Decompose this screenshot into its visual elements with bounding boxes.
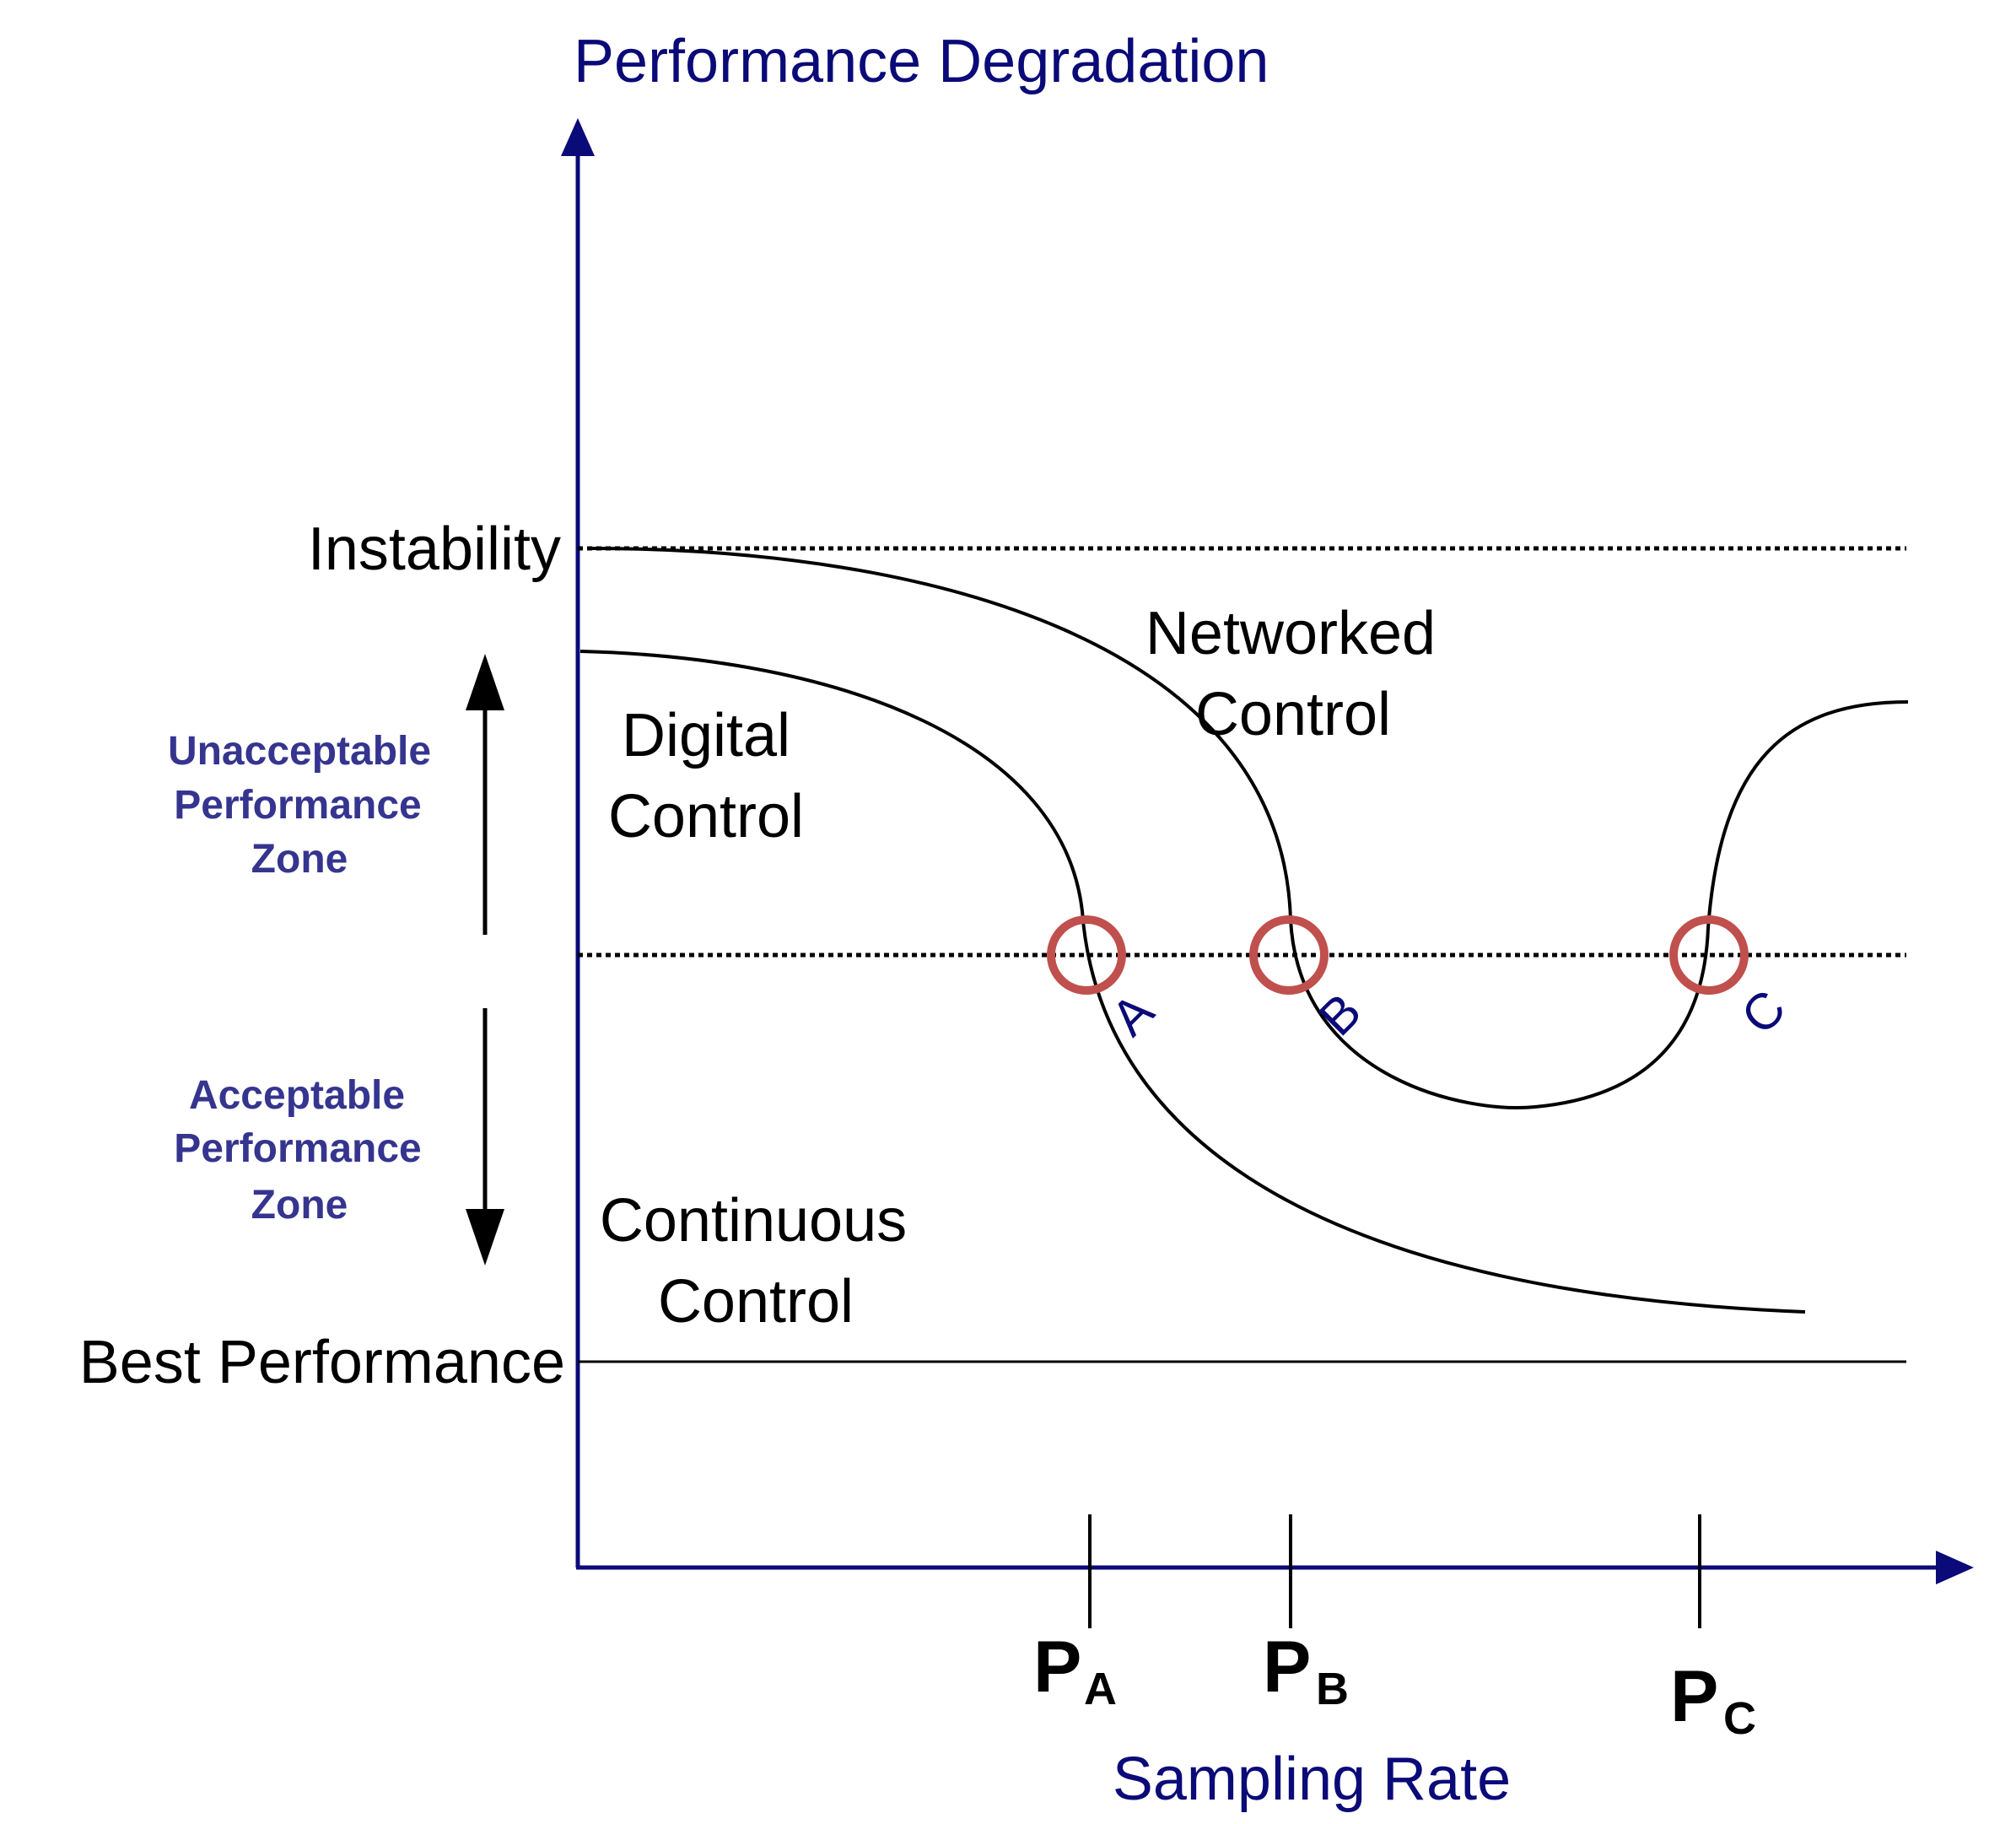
x-axis-arrowhead bbox=[1936, 1551, 1974, 1584]
zone-label-line: Unacceptable bbox=[168, 729, 431, 774]
zone-label-line: Acceptable bbox=[189, 1073, 405, 1118]
zone-label-line: Performance bbox=[174, 1126, 421, 1171]
point-b-marker bbox=[1249, 915, 1329, 995]
continuous-control-label: Continuous Control bbox=[600, 1187, 907, 1336]
tick-label-pc: P C bbox=[1670, 1656, 1756, 1744]
instability-label: Instability bbox=[308, 515, 561, 583]
networked-control-curve bbox=[590, 547, 1909, 1109]
networked-control-label: Networked Control bbox=[1145, 600, 1436, 748]
digital-control-label: Digital Control bbox=[608, 702, 804, 850]
point-c-label: C bbox=[1730, 979, 1796, 1044]
digital-continuous-control-curve bbox=[579, 650, 1806, 1314]
zone-label-line: Zone bbox=[251, 837, 348, 882]
acceptable-zone-label: Acceptable Performance Zone bbox=[174, 1073, 421, 1228]
tick-label-pa: P A bbox=[1033, 1627, 1117, 1714]
tick-label-main: P bbox=[1033, 1627, 1081, 1708]
tick-label-pb: P B bbox=[1263, 1627, 1349, 1714]
curve-label-line: Digital bbox=[622, 702, 790, 769]
point-c-marker bbox=[1669, 915, 1749, 995]
unacceptable-zone-arrowhead bbox=[466, 654, 504, 710]
y-axis-title: Performance Degradation bbox=[574, 28, 1269, 95]
curve-label-line: Control bbox=[1195, 681, 1391, 748]
tick-label-main: P bbox=[1263, 1627, 1311, 1708]
best-performance-label: Best Performance bbox=[79, 1329, 565, 1396]
zone-label-line: Performance bbox=[174, 783, 421, 828]
curve-label-line: Continuous bbox=[600, 1187, 907, 1255]
acceptable-zone-arrowhead bbox=[466, 1209, 504, 1265]
curve-label-line: Networked bbox=[1145, 600, 1436, 667]
point-a-label: A bbox=[1101, 983, 1165, 1047]
zone-label-line: Zone bbox=[251, 1183, 348, 1228]
curve-label-line: Control bbox=[658, 1268, 854, 1336]
point-b-label: B bbox=[1308, 983, 1372, 1047]
curve-label-line: Control bbox=[608, 783, 804, 850]
tick-label-sub: B bbox=[1316, 1664, 1349, 1714]
point-a-marker bbox=[1047, 915, 1126, 995]
x-axis-title: Sampling Rate bbox=[1113, 1746, 1511, 1813]
tick-label-sub: A bbox=[1084, 1664, 1117, 1714]
tick-label-main: P bbox=[1670, 1656, 1718, 1737]
tick-label-sub: C bbox=[1723, 1693, 1756, 1744]
unacceptable-zone-label: Unacceptable Performance Zone bbox=[168, 729, 431, 882]
y-axis-arrowhead bbox=[561, 118, 595, 156]
